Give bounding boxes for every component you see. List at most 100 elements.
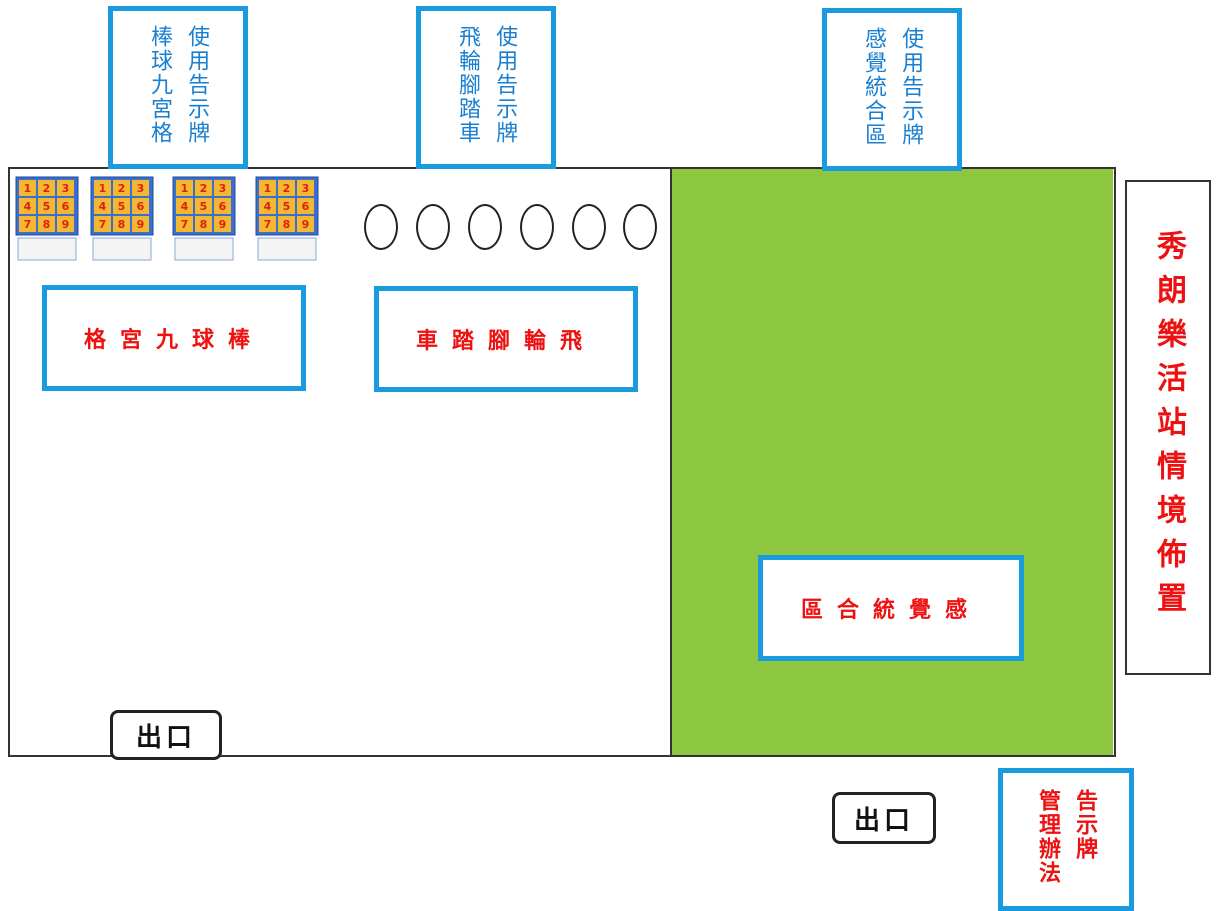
baseball-grid-number: 7 [264, 218, 272, 231]
baseball-area-label: 格宮九球棒 [42, 285, 306, 391]
bicycle-sign: 使用告示牌 飛輪腳踏車 [416, 6, 556, 169]
baseball-grid-cell [57, 216, 74, 232]
management-sign: 告示牌 管理辦法 [998, 768, 1134, 911]
baseball-grid-number: 6 [62, 200, 70, 213]
bicycle-marker [572, 204, 606, 250]
baseball-grid-number: 4 [181, 200, 189, 213]
baseball-grid-cell [132, 198, 149, 214]
sensory-integration-area [670, 169, 1113, 755]
baseball-grid-cell [195, 198, 212, 214]
exit-bottom-text: 出口 [853, 805, 914, 836]
baseball-area-label-text: 格宮九球棒 [83, 328, 264, 353]
sensory-area-label-text: 區合統覺感 [800, 598, 981, 623]
baseball-grid-number: 3 [219, 182, 227, 195]
baseball-grid-number: 8 [200, 218, 208, 231]
exit-left: 出口 [110, 710, 222, 760]
bicycle-marker [520, 204, 554, 250]
baseball-grid-cell [195, 216, 212, 232]
management-sign-line-1: 告示牌 [1072, 789, 1098, 861]
page-title: 秀朗樂活站情境佈置 [1151, 229, 1186, 626]
baseball-grid-cell [214, 198, 231, 214]
baseball-grid-cell [259, 216, 276, 232]
baseball-grid-cell [297, 198, 314, 214]
baseball-grid-cell [259, 180, 276, 196]
baseball-grid-number: 1 [24, 182, 32, 195]
baseball-grid-number: 9 [62, 218, 70, 231]
baseball-grid-number: 9 [137, 218, 145, 231]
baseball-sign: 使用告示牌 棒球九宮格 [108, 6, 248, 169]
baseball-grid-cell [278, 216, 295, 232]
baseball-grid-cell [113, 198, 130, 214]
baseball-grid-cell [38, 180, 55, 196]
baseball-grid-cell [38, 216, 55, 232]
baseball-grid-number: 7 [24, 218, 32, 231]
bicycle-marker [364, 204, 398, 250]
sensory-area-label: 區合統覺感 [758, 555, 1024, 661]
baseball-grid-number: 3 [62, 182, 70, 195]
baseball-grid-number: 8 [43, 218, 51, 231]
baseball-grid-number: 1 [99, 182, 107, 195]
baseball-grid-cell [278, 198, 295, 214]
baseball-grid-number: 2 [43, 182, 51, 195]
baseball-grid-number: 6 [137, 200, 145, 213]
baseball-grid-number: 9 [219, 218, 227, 231]
sensory-sign: 使用告示牌 感覺統合區 [822, 8, 962, 171]
bicycle-marker [468, 204, 502, 250]
baseball-grid-number: 4 [99, 200, 107, 213]
baseball-grid-number: 4 [24, 200, 32, 213]
page-title-box: 秀朗樂活站情境佈置 [1125, 180, 1211, 675]
baseball-grid-cell [214, 180, 231, 196]
baseball-grid-cell [297, 216, 314, 232]
baseball-grid-number: 5 [283, 200, 291, 213]
baseball-grid-cell [132, 216, 149, 232]
baseball-grid-cell [278, 180, 295, 196]
baseball-grid-number: 5 [118, 200, 126, 213]
baseball-grid-number: 5 [200, 200, 208, 213]
baseball-grid-cell [38, 198, 55, 214]
baseball-grid-cell [94, 180, 111, 196]
baseball-grid-cell [214, 216, 231, 232]
bicycle-sign-line-2: 飛輪腳踏車 [455, 25, 480, 145]
baseball-grid-number: 8 [283, 218, 291, 231]
baseball-sign-line-1: 使用告示牌 [184, 25, 210, 145]
baseball-grid-number: 7 [181, 218, 189, 231]
exit-bottom: 出口 [832, 792, 936, 844]
baseball-grid-cell [19, 180, 36, 196]
bicycle-area-label-text: 車踏腳輪飛 [415, 329, 596, 354]
baseball-grid-number: 3 [302, 182, 310, 195]
baseball-grid-cell [297, 180, 314, 196]
baseball-grid-cell [176, 216, 193, 232]
bicycle-sign-line-1: 使用告示牌 [492, 25, 518, 145]
sensory-sign-line-2: 感覺統合區 [861, 27, 886, 147]
management-sign-line-2: 管理辦法 [1035, 789, 1060, 885]
baseball-grid-cell [57, 180, 74, 196]
bicycle-marker [416, 204, 450, 250]
baseball-grid-number: 6 [219, 200, 227, 213]
baseball-grid-number: 1 [181, 182, 189, 195]
baseball-grid-number: 4 [264, 200, 272, 213]
baseball-grid-cell [259, 198, 276, 214]
exit-left-text: 出口 [135, 722, 196, 753]
floor-plan-outline [8, 167, 1116, 757]
baseball-grid-cell [176, 198, 193, 214]
baseball-grid-cell [113, 180, 130, 196]
baseball-grid-cell [176, 180, 193, 196]
baseball-grid-number: 7 [99, 218, 107, 231]
baseball-grid-number: 2 [200, 182, 208, 195]
baseball-grid-cell [19, 216, 36, 232]
baseball-grid-cell [57, 198, 74, 214]
baseball-grid-number: 2 [118, 182, 126, 195]
baseball-grid-number: 6 [302, 200, 310, 213]
bicycle-marker [623, 204, 657, 250]
sensory-sign-line-1: 使用告示牌 [898, 27, 924, 147]
baseball-grid-cell [94, 216, 111, 232]
baseball-grid-cell [113, 216, 130, 232]
baseball-grid-cell [132, 180, 149, 196]
baseball-grid-number: 3 [137, 182, 145, 195]
baseball-grid-number: 2 [283, 182, 291, 195]
baseball-sign-line-2: 棒球九宮格 [147, 25, 172, 145]
